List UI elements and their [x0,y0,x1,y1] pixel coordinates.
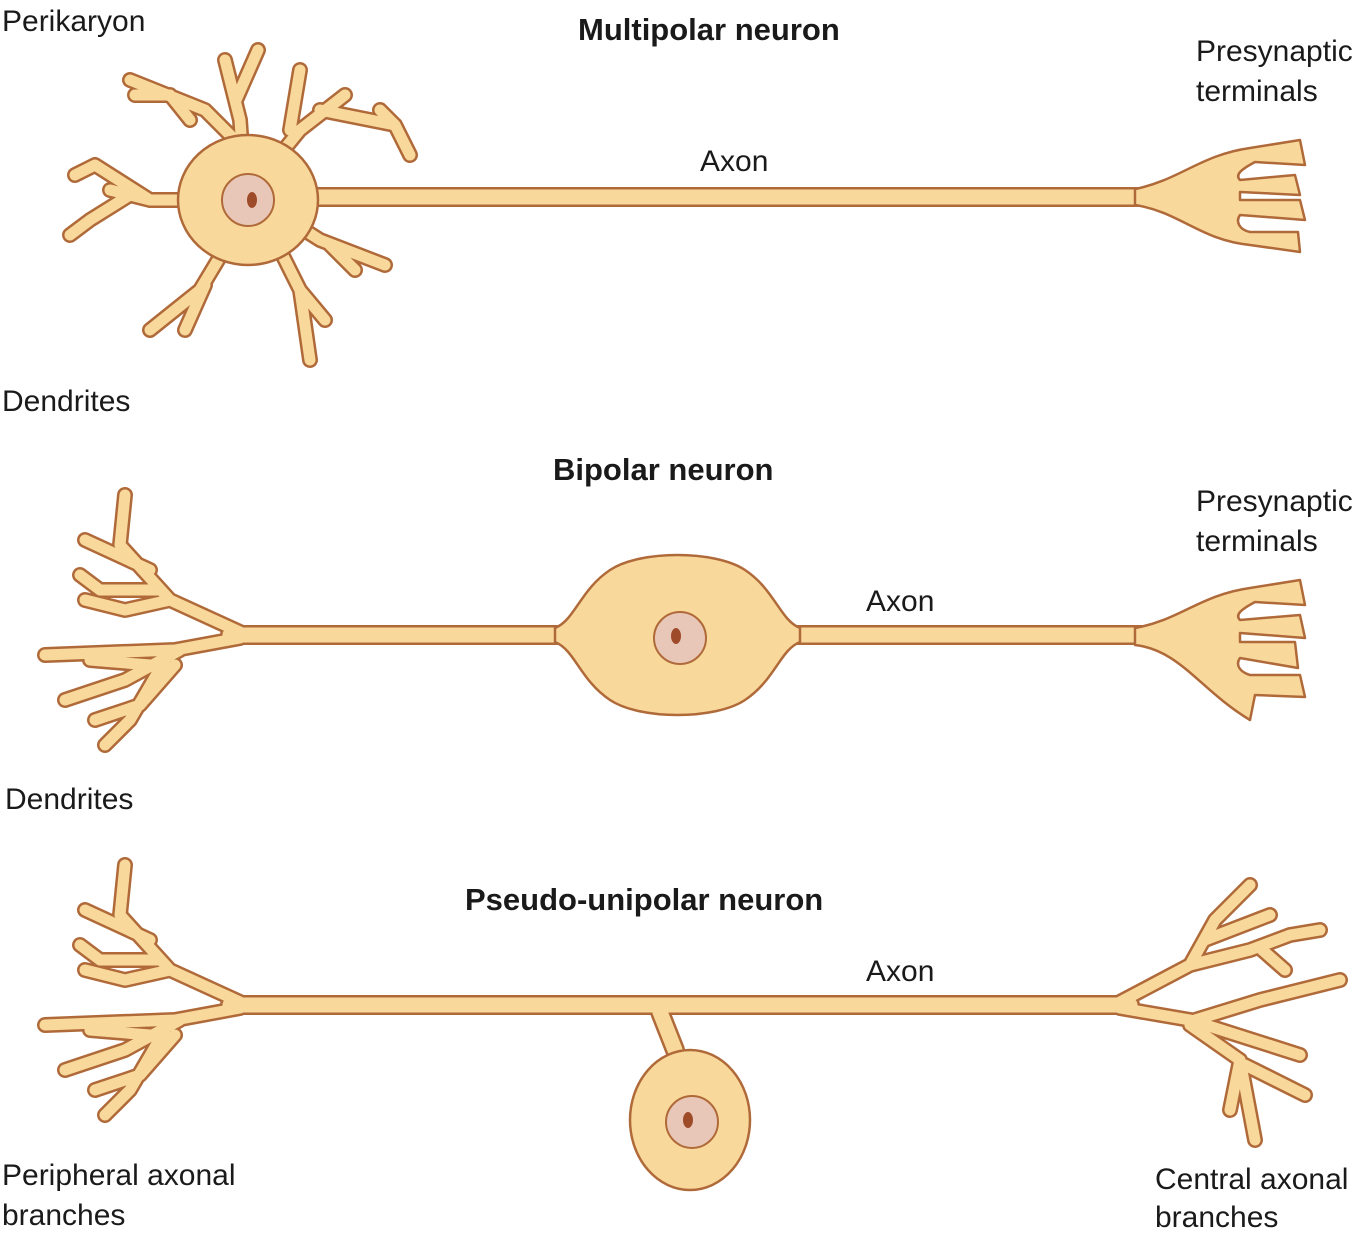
multipolar-terminals-label-line2: terminals [1196,75,1318,108]
multipolar-nucleolus [247,192,257,208]
peripheral-branches-label-line2: branches [2,1199,126,1232]
multipolar-perikaryon-label: Perikaryon [2,5,146,38]
bipolar-terminals-label-line2: terminals [1196,525,1318,558]
multipolar-terminals-label-line1: Presynaptic [1196,35,1353,68]
multipolar-title: Multipolar neuron [578,12,840,47]
bipolar-axon-label: Axon [866,585,935,618]
pseudounipolar-nucleolus [683,1112,693,1128]
multipolar-dendrites-label: Dendrites [2,385,131,418]
bipolar-neuron [37,487,1307,753]
bipolar-title: Bipolar neuron [553,452,774,487]
multipolar-terminals [1133,138,1307,254]
multipolar-neuron [62,42,1307,368]
pseudounipolar-neuron [37,857,1348,1192]
bipolar-terminals [1133,578,1307,722]
bipolar-terminals-label-line1: Presynaptic [1196,485,1353,518]
pseudounipolar-axon-label: Axon [866,955,935,988]
pseudounipolar-title: Pseudo-unipolar neuron [465,882,824,917]
central-branches-label-line2: branches [1155,1201,1279,1234]
bipolar-dendrites-label: Dendrites [5,783,134,816]
peripheral-branches-label-line1: Peripheral axonal [2,1159,236,1192]
multipolar-axon-label: Axon [700,145,769,178]
bipolar-nucleolus [671,628,681,644]
central-branches-label-line1: Central axonal [1155,1163,1349,1196]
